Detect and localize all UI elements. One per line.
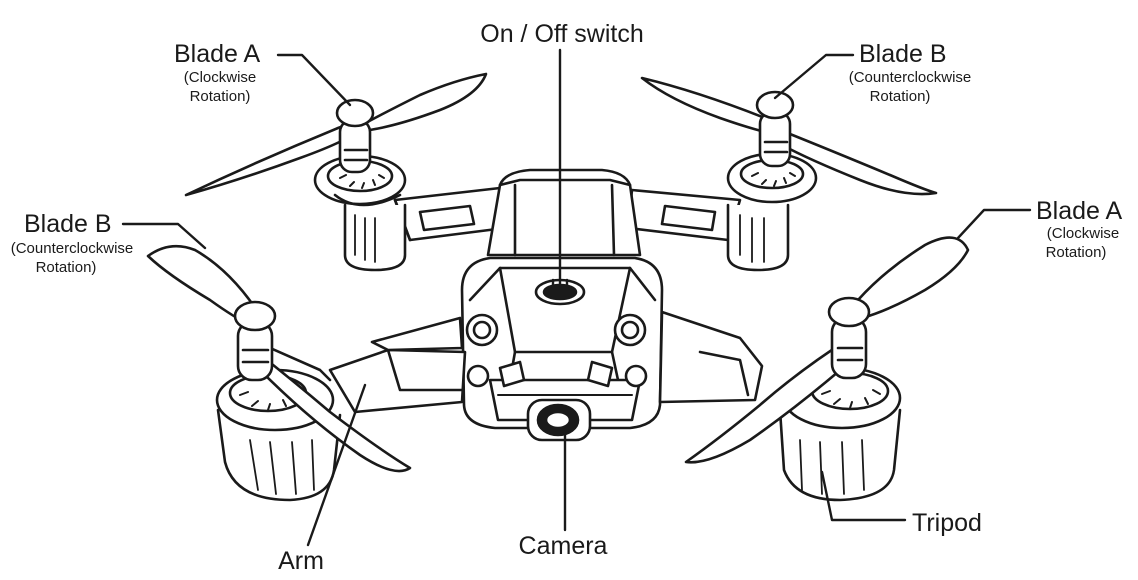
blade-a-right — [684, 236, 970, 464]
back-right-arm — [626, 188, 742, 242]
label-camera: Camera — [518, 532, 608, 560]
front-right-arm — [658, 310, 764, 404]
blade-a-top-left — [184, 72, 488, 197]
leader-blade-b-top-right — [773, 53, 855, 100]
on-off-switch — [534, 278, 586, 306]
label-arm: Arm — [278, 547, 324, 575]
label-blade-a-right: Blade A — [1036, 197, 1123, 225]
note-blade-b-top-right-2: Rotation) — [869, 88, 931, 105]
note-blade-a-top-left-1: (Clockwise — [183, 69, 257, 86]
leader-blade-a-top-left — [276, 53, 352, 107]
leader-blade-a-right — [956, 208, 1032, 240]
note-blade-a-right-2: Rotation) — [1045, 244, 1107, 261]
drone-body — [460, 168, 664, 430]
leader-blade-b-left — [121, 222, 207, 250]
label-blade-a-top-left: Blade A — [174, 40, 261, 68]
note-blade-a-right-1: (Clockwise — [1046, 225, 1120, 242]
callout-lines — [121, 48, 1032, 547]
blade-b-top-right — [640, 76, 938, 196]
label-tripod: Tripod — [912, 509, 982, 537]
blade-b-left — [146, 244, 412, 473]
note-blade-b-left-1: (Counterclockwise — [10, 240, 134, 257]
label-blade-b-left: Blade B — [24, 210, 112, 238]
back-left-arm — [393, 186, 507, 242]
label-on-off-switch: On / Off switch — [480, 20, 644, 48]
front-left-arm — [328, 316, 467, 414]
leader-tripod — [820, 470, 907, 522]
front-left-motor — [215, 368, 342, 502]
note-blade-b-top-right-1: (Counterclockwise — [848, 69, 972, 86]
note-blade-b-left-2: Rotation) — [35, 259, 97, 276]
leader-arm — [306, 383, 367, 547]
front-right-motor — [778, 366, 902, 502]
label-blade-b-top-right: Blade B — [859, 40, 947, 68]
camera-lens — [526, 398, 592, 442]
back-right-motor — [726, 152, 818, 272]
note-blade-a-top-left-2: Rotation) — [189, 88, 251, 105]
